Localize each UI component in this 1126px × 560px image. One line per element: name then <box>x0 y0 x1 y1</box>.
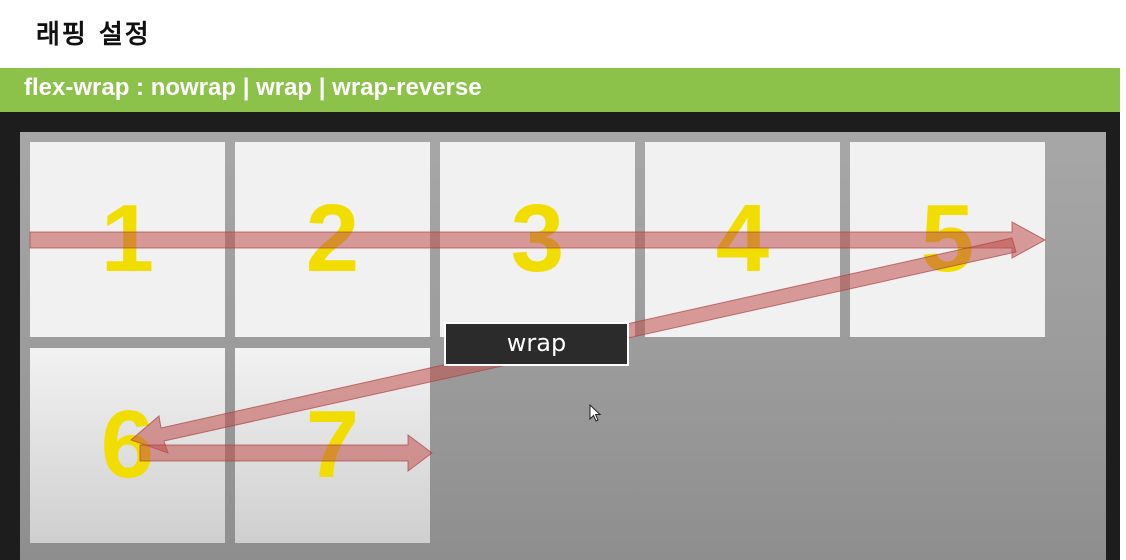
flex-item-2: 2 <box>235 142 430 337</box>
flex-item-7: 7 <box>235 348 430 543</box>
flex-item-6: 6 <box>30 348 225 543</box>
wrap-mode-label: wrap <box>444 322 629 366</box>
flex-item-1: 1 <box>30 142 225 337</box>
item-number: 5 <box>920 185 975 292</box>
item-number: 2 <box>305 185 360 292</box>
mouse-pointer-icon <box>589 404 601 422</box>
item-number: 7 <box>305 391 360 498</box>
flex-item-4: 4 <box>645 142 840 337</box>
item-number: 1 <box>100 185 155 292</box>
title-banner: flex-wrap : nowrap | wrap | wrap-reverse <box>0 68 1120 112</box>
item-number: 6 <box>100 391 155 498</box>
item-number: 3 <box>510 185 565 292</box>
flex-item-3: 3 <box>440 142 635 337</box>
item-number: 4 <box>715 185 770 292</box>
page-title: 래핑 설정 <box>36 20 151 50</box>
flex-item-5: 5 <box>850 142 1045 337</box>
banner-text: flex-wrap : nowrap | wrap | wrap-reverse <box>24 74 482 101</box>
